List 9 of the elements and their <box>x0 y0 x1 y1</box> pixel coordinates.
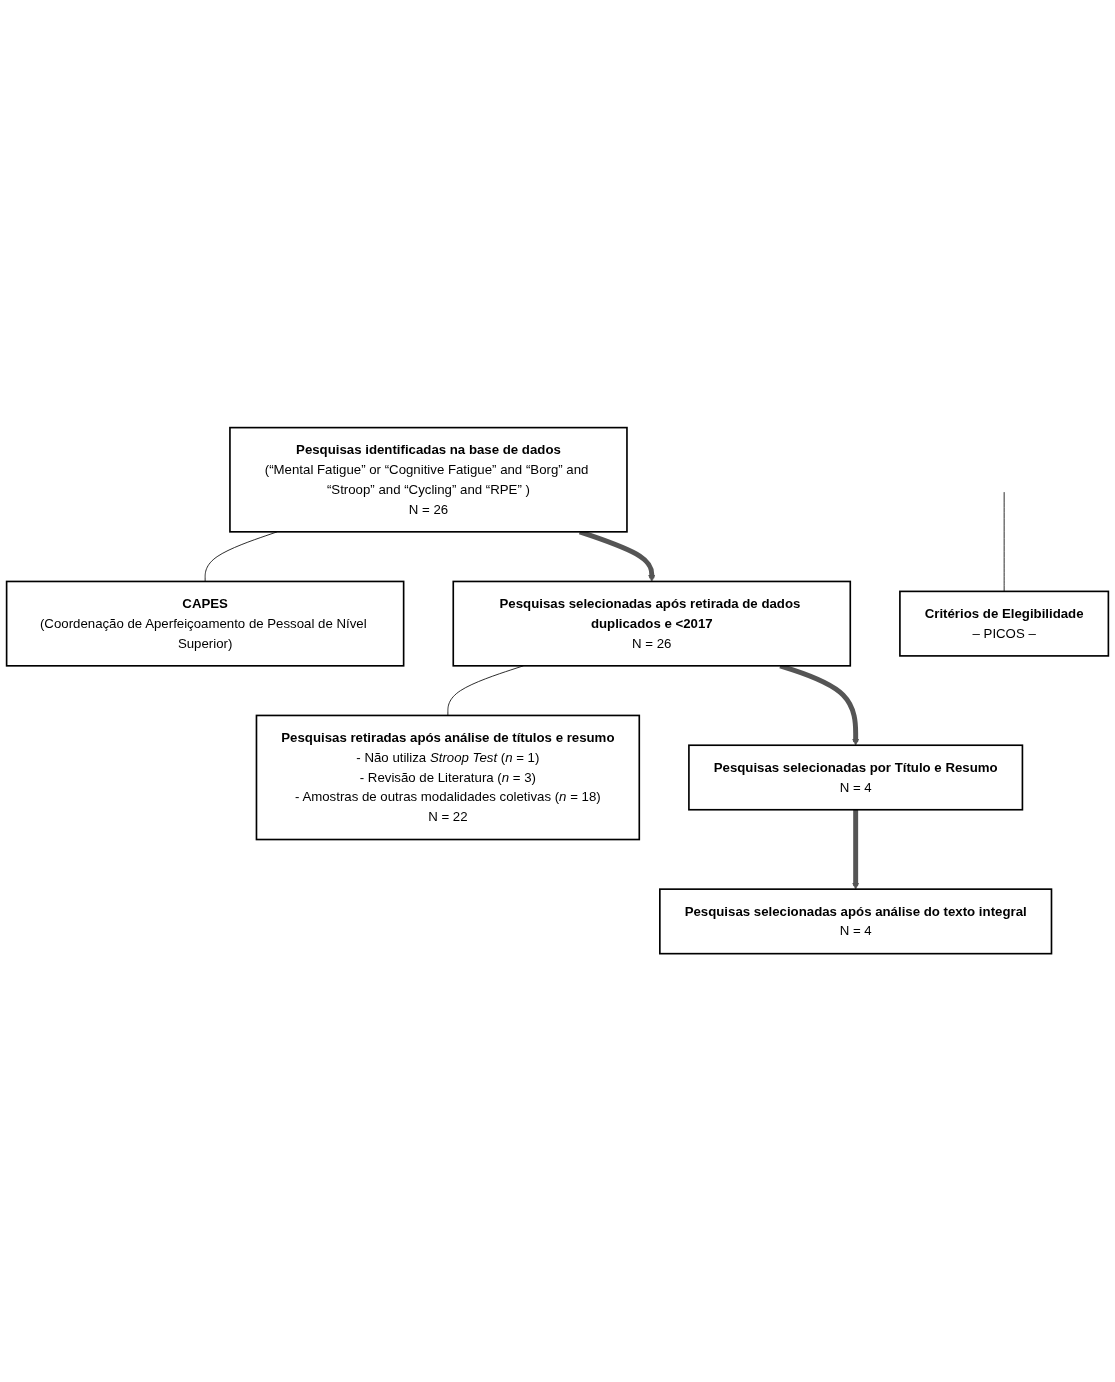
node-box: Critérios de Elegibilidade – PICOS – <box>899 590 1110 658</box>
arrow <box>852 810 860 890</box>
node-box: Pesquisas identificadas na base de dados (“Mental Fatigue” or “Cognitive Fatigue” and “Borg” and “Stroop” and “Cycling” and “RPE” ) N = 26 <box>229 427 628 533</box>
node-box: Pesquisas retiradas após análise de títulos e resumo - Não utiliza Stroop Test (n = 1) - Revisão de Literatura (n = 3) - Amostras de outras modalidades coletivas (n = 18) N = 22 <box>255 715 641 841</box>
node-box: Pesquisas selecionadas após análise do texto integral N = 4 <box>659 888 1053 955</box>
node-box: Pesquisas selecionadas por Título e Resumo N = 4 <box>688 744 1024 811</box>
node-box: Pesquisas selecionadas após retirada de dados duplicados e <2017 N = 26 <box>452 581 852 667</box>
connector <box>1003 492 1005 593</box>
node-box: CAPES (Coordenação de Aperfeiçoamento de Pessoal de Nível Superior) <box>5 581 405 667</box>
